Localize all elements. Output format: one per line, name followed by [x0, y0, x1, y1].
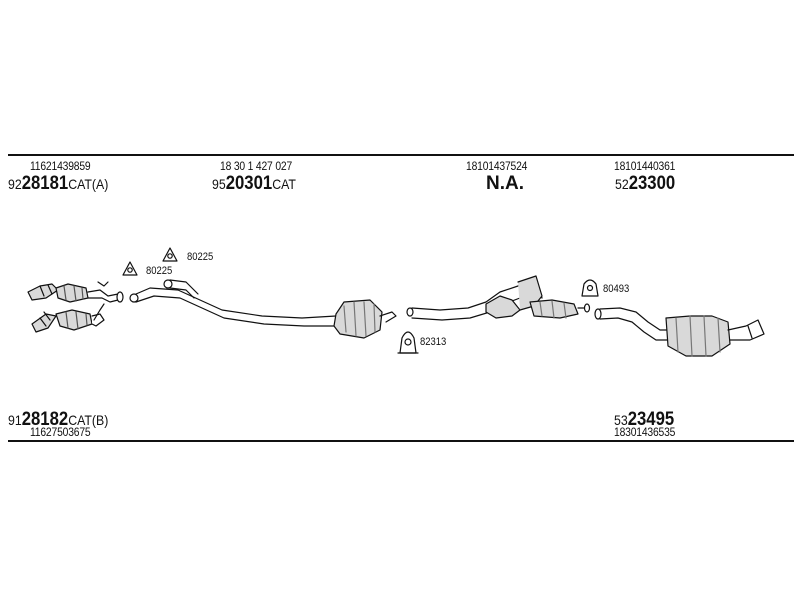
part-number-front-cat-b: 9128182CAT(B) [8, 409, 109, 430]
hanger-number: 80493 [603, 283, 630, 295]
clamp-number: 82313 [420, 336, 447, 348]
part-number-rear-pipe: 5223300 [615, 173, 676, 194]
hanger-icon [581, 279, 599, 297]
front-cat-a [27, 281, 124, 303]
part-number-rear-silencer: 5323495 [614, 409, 675, 430]
top-divider [8, 154, 794, 156]
oe-number-front-cat-a: 11621439859 [30, 159, 91, 173]
gasket-icon-a [162, 247, 178, 262]
oe-number-front-cat-b: 11627503675 [30, 425, 91, 439]
part-number-front-cat-a: 9228181CAT(A) [8, 173, 109, 194]
clamp-icon [397, 331, 419, 354]
front-cat-b [31, 303, 105, 333]
gasket-number-b: 80225 [146, 265, 173, 277]
part-number-center-cat: 9520301CAT [212, 173, 296, 194]
center-cat [129, 279, 397, 339]
oe-number-middle-silencer: 18101437524 [466, 159, 528, 173]
oe-number-rear-silencer: 18301436535 [614, 425, 676, 439]
bottom-divider [8, 440, 794, 442]
oe-number-rear-pipe: 18101440361 [614, 159, 676, 173]
middle-silencer [406, 275, 591, 321]
rear-silencer [594, 307, 765, 357]
gasket-number-a: 80225 [187, 251, 214, 263]
gasket-icon-b [122, 261, 138, 276]
not-available-label: N.A. [486, 173, 524, 194]
oe-number-center-cat: 18 30 1 427 027 [220, 159, 293, 173]
